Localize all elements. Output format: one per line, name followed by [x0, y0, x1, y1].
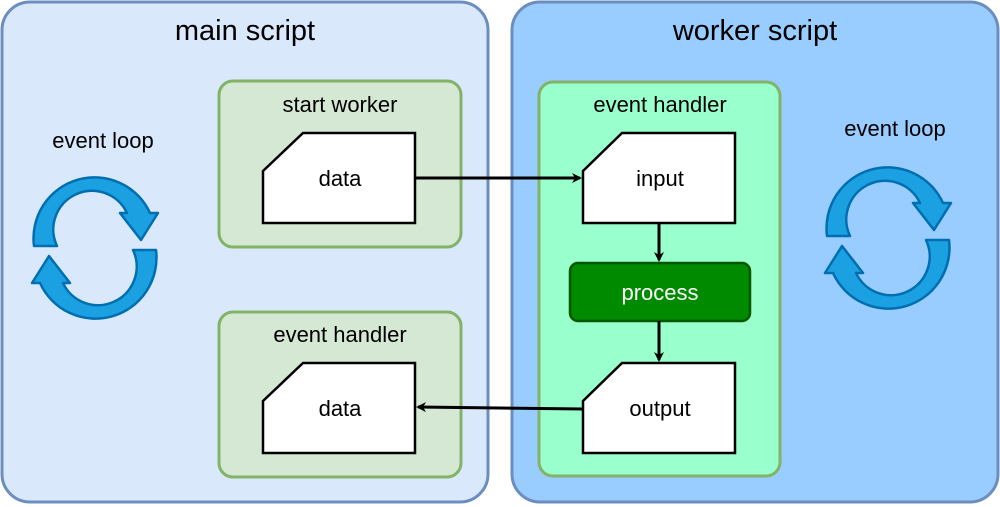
start-worker-title: start worker — [283, 92, 398, 117]
main-event-handler-title: event handler — [273, 322, 406, 347]
main-event-loop: event loop — [30, 128, 160, 320]
connectors — [415, 173, 664, 413]
worker-input-card: input — [581, 131, 737, 225]
start-worker-data-label: data — [319, 166, 363, 191]
worker-event-handler-group: event handler input process output — [537, 80, 782, 478]
worker-event-handler-title: event handler — [593, 92, 726, 117]
worker-event-loop-label: event loop — [844, 116, 946, 141]
main-script-title: main script — [175, 15, 315, 47]
worker-output-label: output — [629, 396, 690, 421]
main-event-handler-data-card: data — [261, 361, 417, 455]
worker-event-loop: event loop — [823, 116, 953, 310]
worker-event-loop-icon — [823, 166, 953, 310]
main-event-loop-icon — [30, 176, 160, 320]
worker-process-label: process — [621, 280, 698, 305]
start-worker-group: start worker data — [217, 79, 463, 249]
arrow-output-to-data — [416, 402, 584, 413]
worker-script-title: worker script — [672, 15, 837, 47]
main-event-handler-group: event handler data — [217, 310, 463, 479]
worker-input-label: input — [636, 166, 684, 191]
main-event-loop-label: event loop — [52, 128, 154, 153]
main-event-handler-data-label: data — [319, 396, 363, 421]
worker-output-card: output — [581, 361, 737, 455]
worker-process-box: process — [568, 261, 752, 323]
